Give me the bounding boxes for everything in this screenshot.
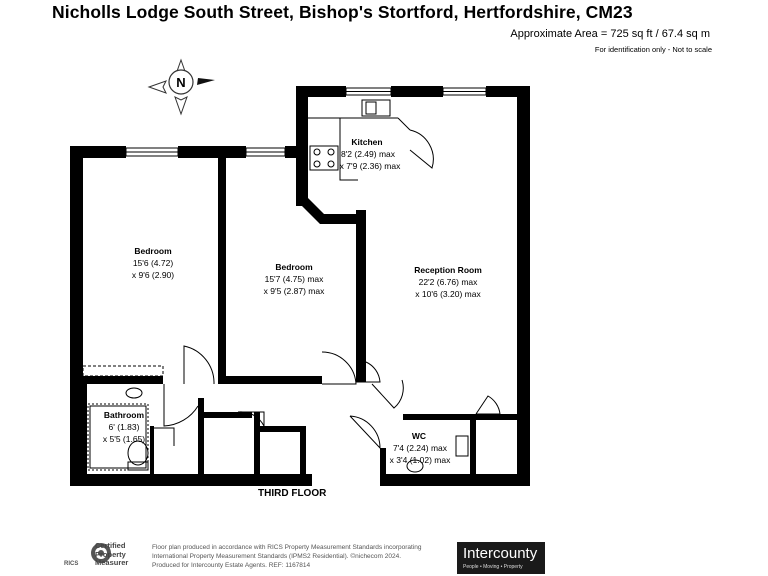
footer-line-3: Produced for Intercounty Estate Agents. … <box>152 562 311 569</box>
logo-tagline: People • Moving • Property <box>463 564 523 570</box>
room-dim1-kitchen: 8'2 (2.49) max <box>341 149 396 159</box>
room-dim2-bathroom: x 5'5 (1.65) <box>103 434 145 444</box>
floor-label: THIRD FLOOR <box>258 488 327 499</box>
footer-disclaimer: Floor plan produced in accordance with R… <box>152 543 462 570</box>
page-title: Nicholls Lodge South Street, Bishop's St… <box>52 2 633 22</box>
rics-certification: Certified Property Measurer <box>95 541 129 568</box>
walls <box>70 86 530 486</box>
rics-label: RICS <box>64 561 79 567</box>
scale-note: For identification only - Not to scale <box>594 45 712 54</box>
rics-line-2: Property <box>95 549 126 559</box>
compass-icon: N <box>147 58 215 116</box>
compass-label: N <box>176 75 185 90</box>
room-name-bathroom: Bathroom <box>104 410 145 420</box>
rics-seal-icon <box>91 543 111 563</box>
room-name-bedroom-1: Bedroom <box>134 246 172 256</box>
room-name-kitchen: Kitchen <box>351 137 382 147</box>
rics-line-1: Certified <box>95 541 126 550</box>
room-dim1-bedroom-1: 15'6 (4.72) <box>133 258 174 268</box>
room-name-bedroom-2: Bedroom <box>275 262 313 272</box>
wardrobe <box>82 365 164 377</box>
room-dim2-reception: x 10'6 (3.20) max <box>415 289 481 299</box>
room-dim1-bathroom: 6' (1.83) <box>109 422 140 432</box>
room-name-wc: WC <box>412 431 426 441</box>
intercounty-logo: Intercounty People • Moving • Property <box>457 542 545 574</box>
room-dim1-bedroom-2: 15'7 (4.75) max <box>265 274 325 284</box>
room-dim2-wc: x 3'4 (1.02) max <box>390 455 451 465</box>
footer-line-1: Floor plan produced in accordance with R… <box>152 544 422 551</box>
footer-line-2: International Property Measurement Stand… <box>152 553 402 560</box>
approximate-area: Approximate Area = 725 sq ft / 67.4 sq m <box>510 28 710 40</box>
logo-wordmark: Intercounty <box>463 545 538 562</box>
bathroom-fittings <box>87 387 149 471</box>
wc-fittings <box>406 435 469 473</box>
room-name-reception: Reception Room <box>414 265 482 275</box>
windows <box>125 87 487 157</box>
kitchen-units <box>308 99 434 181</box>
rics-line-3: Measurer <box>95 558 129 567</box>
room-dim2-kitchen: x 7'9 (2.36) max <box>340 161 401 171</box>
room-dim2-bedroom-1: x 9'6 (2.90) <box>132 270 174 280</box>
room-dim2-bedroom-2: x 9'5 (2.87) max <box>264 286 325 296</box>
door-swings <box>154 345 501 450</box>
room-dim1-wc: 7'4 (2.24) max <box>393 443 448 453</box>
room-dim1-reception: 22'2 (6.76) max <box>419 277 479 287</box>
